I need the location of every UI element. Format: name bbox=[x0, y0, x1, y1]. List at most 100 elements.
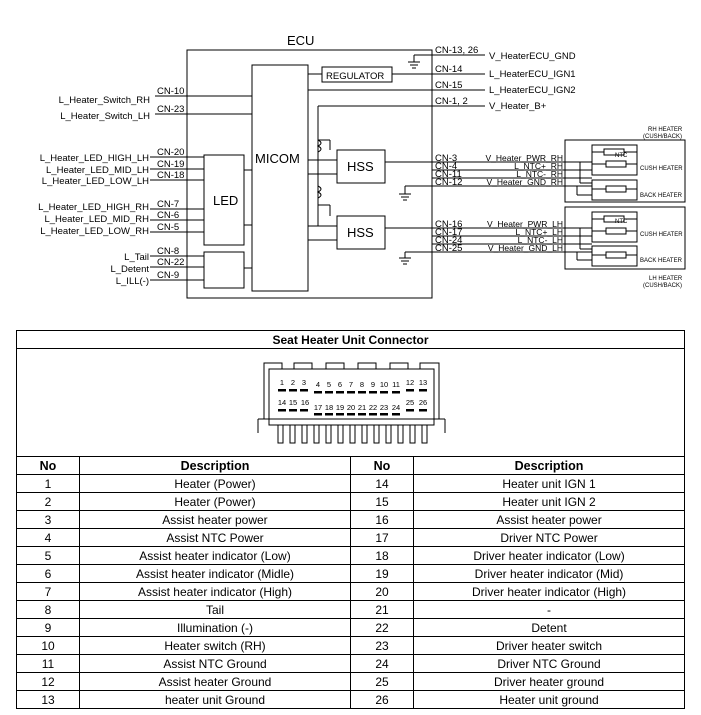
rh-signal: L_NTC+_RH bbox=[514, 161, 563, 171]
left-pin: CN-9 bbox=[157, 270, 179, 281]
left-pin: CN-6 bbox=[157, 210, 179, 221]
pin-label: 24 bbox=[391, 403, 399, 412]
ecu-wiring-diagram: ECU REGULATOR MICOM HSS HSS LED L_Heater… bbox=[38, 33, 686, 299]
pin-label: 4 bbox=[315, 380, 319, 389]
pin-description-cell: Driver heater indicator (High) bbox=[412, 582, 686, 601]
pin-number-cell: 13 bbox=[16, 690, 80, 709]
led-block bbox=[203, 154, 245, 246]
pin-label: 15 bbox=[288, 398, 296, 407]
rh-signal: V_Heater_PWR_RH bbox=[486, 153, 563, 163]
pin-number-cell: 5 bbox=[16, 546, 80, 565]
pin-description-cell: Driver heater ground bbox=[412, 672, 686, 691]
pin-label: 26 bbox=[418, 398, 426, 407]
connector-drawing: 1 2 3 4 5 6 7 8 9 10 11 12 13 14 15 16 1 bbox=[257, 362, 446, 444]
left-signal-name: L_Heater_LED_HIGH_RH bbox=[38, 202, 149, 213]
pin-number-cell: 6 bbox=[16, 564, 80, 583]
pin-number-cell: 12 bbox=[16, 672, 80, 691]
lh-signal: V_Heater_GND_LH bbox=[488, 243, 563, 253]
connector-leg bbox=[397, 425, 404, 444]
connector-pin bbox=[379, 391, 388, 394]
pin-label: 9 bbox=[370, 380, 374, 389]
pin-number-cell: 8 bbox=[16, 600, 80, 619]
pin-number-cell: 23 bbox=[350, 636, 414, 655]
connector-leg bbox=[421, 425, 428, 444]
lh-back-label: BACK HEATER bbox=[640, 258, 683, 264]
pin-description-cell: Driver heater indicator (Low) bbox=[412, 546, 686, 565]
pin-number-cell: 14 bbox=[350, 474, 414, 493]
pin-label: 13 bbox=[418, 378, 426, 387]
lh-signal: L_NTC+_LH bbox=[516, 227, 563, 237]
header-no: No bbox=[350, 456, 414, 475]
hss-block-2 bbox=[336, 215, 386, 250]
pin-description-cell: Heater unit ground bbox=[412, 690, 686, 709]
regulator-label: REGULATOR bbox=[326, 71, 384, 82]
hss-label-2: HSS bbox=[347, 225, 374, 240]
pin-number-cell: 17 bbox=[350, 528, 414, 547]
pin-description-cell: Driver NTC Power bbox=[412, 528, 686, 547]
left-pin: CN-8 bbox=[157, 246, 179, 257]
pin-description-cell: Assist heater power bbox=[79, 510, 351, 529]
pin-label: 23 bbox=[379, 403, 387, 412]
pin-number-cell: 21 bbox=[350, 600, 414, 619]
connector-leg bbox=[301, 425, 308, 444]
connector-pin bbox=[405, 389, 414, 392]
pin-label: 25 bbox=[405, 398, 413, 407]
pin-number-cell: 25 bbox=[350, 672, 414, 691]
pin-number-cell: 7 bbox=[16, 582, 80, 601]
connector-pin bbox=[405, 409, 414, 412]
pin-description-cell: Assist heater indicator (High) bbox=[79, 582, 351, 601]
right-top-pin: CN-13, 26 bbox=[435, 45, 478, 56]
connector-pin bbox=[357, 391, 366, 394]
pin-number-cell: 20 bbox=[350, 582, 414, 601]
lh-signal: V_Heater_PWR_LH bbox=[487, 219, 563, 229]
left-signal-name: L_Heater_Switch_LH bbox=[60, 111, 150, 122]
connector-leg bbox=[385, 425, 392, 444]
connector-leg bbox=[361, 425, 368, 444]
pin-label: 2 bbox=[290, 378, 294, 387]
pin-label: 1 bbox=[279, 378, 283, 387]
connector-pin bbox=[368, 413, 377, 416]
pin-description-cell: Driver heater indicator (Mid) bbox=[412, 564, 686, 583]
pin-description-cell: - bbox=[412, 600, 686, 619]
pin-label: 12 bbox=[405, 378, 413, 387]
left-signal-name: L_Heater_LED_LOW_LH bbox=[42, 176, 149, 187]
connector-pin bbox=[313, 391, 322, 394]
pin-label: 20 bbox=[346, 403, 354, 412]
pin-description-cell: Assist NTC Power bbox=[79, 528, 351, 547]
left-pin: CN-5 bbox=[157, 222, 179, 233]
pin-label: 22 bbox=[368, 403, 376, 412]
lh-heater-subtitle: (CUSH/BACK) bbox=[643, 283, 682, 289]
lh-heater-title: LH HEATER bbox=[649, 276, 683, 282]
header-description: Description bbox=[79, 456, 351, 475]
pin-description-cell: Heater switch (RH) bbox=[79, 636, 351, 655]
connector-table: Seat Heater Unit Connector 1 2 3 bbox=[15, 330, 686, 709]
pin-description-cell: Driver heater switch bbox=[412, 636, 686, 655]
lh-pin: CN-16 bbox=[435, 219, 462, 230]
pin-number-cell: 22 bbox=[350, 618, 414, 637]
led-label: LED bbox=[213, 193, 238, 208]
pin-description-cell: Assist heater indicator (Low) bbox=[79, 546, 351, 565]
left-pin: CN-23 bbox=[157, 104, 184, 115]
connector-leg bbox=[289, 425, 296, 444]
pin-number-cell: 24 bbox=[350, 654, 414, 673]
pin-number-cell: 10 bbox=[16, 636, 80, 655]
connector-leg bbox=[313, 425, 320, 444]
connector-pin bbox=[335, 391, 344, 394]
pin-number-cell: 1 bbox=[16, 474, 80, 493]
pin-number-cell: 4 bbox=[16, 528, 80, 547]
pin-number-cell: 15 bbox=[350, 492, 414, 511]
pin-description-cell: Heater unit IGN 1 bbox=[412, 474, 686, 493]
left-pin: CN-10 bbox=[157, 86, 184, 97]
pin-label: 7 bbox=[348, 380, 352, 389]
pin-label: 17 bbox=[313, 403, 321, 412]
rh-ntc-label: NTC bbox=[615, 153, 628, 159]
pin-label: 10 bbox=[379, 380, 387, 389]
left-pin: CN-7 bbox=[157, 199, 179, 210]
connector-image-cell: 1 2 3 4 5 6 7 8 9 10 11 12 13 14 15 16 1 bbox=[15, 348, 686, 457]
